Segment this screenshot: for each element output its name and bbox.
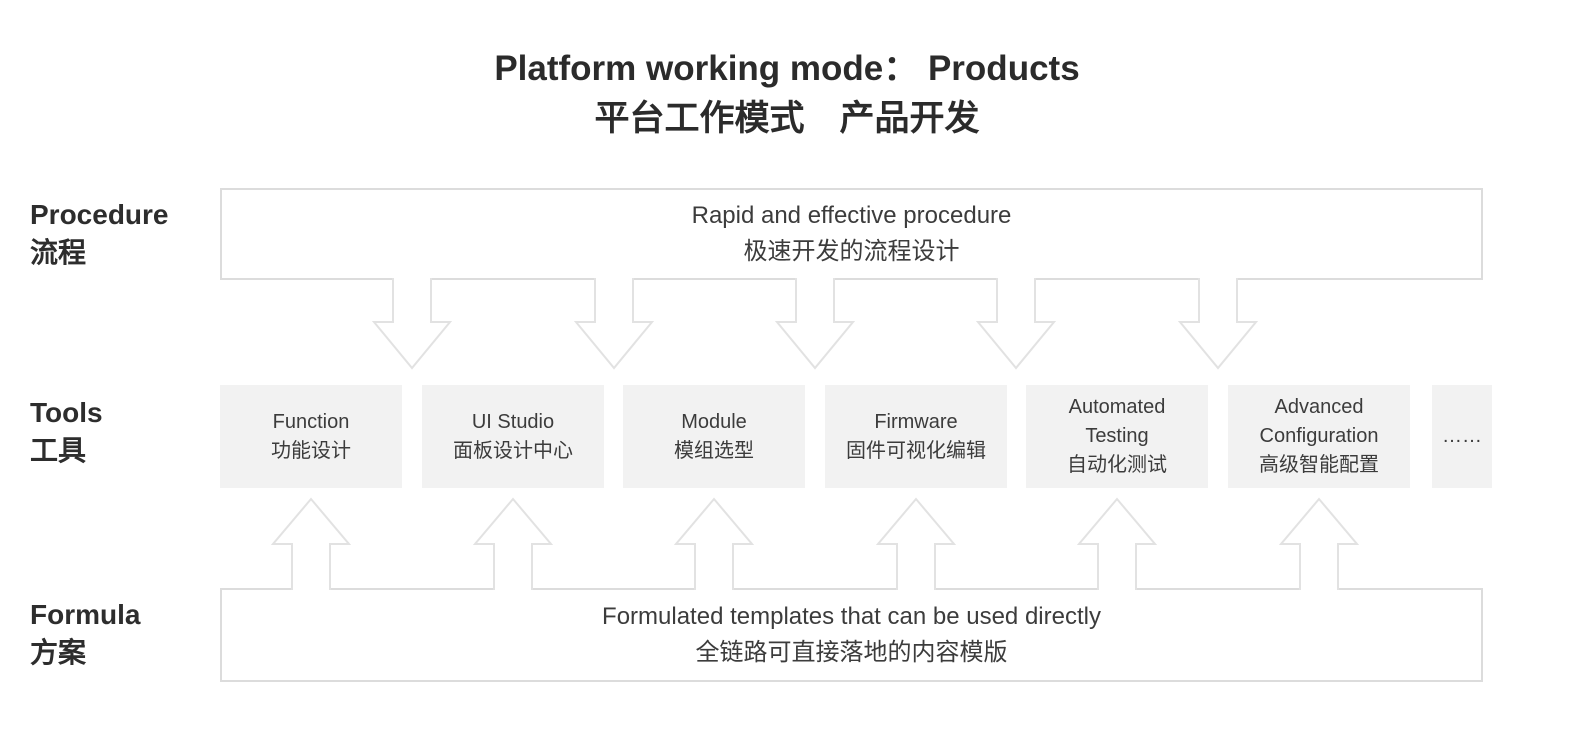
up-arrow-icon — [270, 497, 352, 590]
row-label-tools: Tools 工具 — [30, 394, 103, 470]
down-arrow-icon — [774, 278, 856, 370]
tool-box-line: Firmware — [874, 410, 958, 433]
up-arrow-icon — [875, 497, 957, 590]
up-arrow-icon — [673, 497, 755, 590]
tool-box-line: Advanced — [1274, 396, 1364, 418]
row-label-formula-zh: 方案 — [30, 637, 87, 668]
down-arrow-icon — [975, 278, 1057, 370]
tool-box-function: Function 功能设计 — [220, 385, 402, 488]
row-label-tools-en: Tools — [30, 397, 103, 428]
down-arrow-icon — [573, 278, 655, 370]
tool-box-line: 功能设计 — [271, 439, 351, 462]
procedure-box-zh: 极速开发的流程设计 — [743, 238, 960, 265]
tool-box-line: 高级智能配置 — [1259, 454, 1379, 476]
down-arrow-icon — [371, 278, 453, 370]
up-arrow-icon — [1076, 497, 1158, 590]
formula-box-zh: 全链路可直接落地的内容模版 — [695, 639, 1008, 666]
tool-box-line: 模组选型 — [674, 439, 754, 462]
tool-box-line: Module — [681, 410, 747, 433]
tool-box-more: …… — [1432, 385, 1492, 488]
tool-box-firmware: Firmware 固件可视化编辑 — [825, 385, 1007, 488]
tool-box-line: UI Studio — [471, 410, 555, 433]
page-title-en: Platform working mode： Products — [494, 49, 1080, 88]
tool-box-line: 自动化测试 — [1067, 454, 1167, 476]
row-label-procedure: Procedure 流程 — [30, 196, 169, 272]
procedure-box-en: Rapid and effective procedure — [691, 202, 1012, 229]
tool-box-line: …… — [1442, 425, 1482, 447]
row-label-procedure-zh: 流程 — [30, 237, 87, 268]
tool-box-ui-studio: UI Studio 面板设计中心 — [422, 385, 604, 488]
row-label-tools-zh: 工具 — [30, 435, 87, 466]
tool-box-line: Configuration — [1259, 425, 1379, 447]
down-arrow-icon — [1177, 278, 1259, 370]
row-label-formula-en: Formula — [30, 599, 141, 630]
up-arrow-icon — [1278, 497, 1360, 590]
tool-box-line: Testing — [1085, 425, 1149, 447]
tool-box-advanced-configuration: Advanced Configuration 高级智能配置 — [1228, 385, 1410, 488]
tool-box-line: Automated — [1068, 396, 1166, 418]
row-label-formula: Formula 方案 — [30, 596, 140, 672]
tool-box-line: Function — [272, 410, 350, 433]
tool-box-line: 面板设计中心 — [453, 439, 573, 462]
page-title-zh: 平台工作模式 产品开发 — [594, 99, 980, 138]
row-label-procedure-en: Procedure — [30, 199, 169, 230]
tool-box-line: 固件可视化编辑 — [846, 439, 986, 462]
tool-box-module: Module 模组选型 — [623, 385, 805, 488]
formula-box-en: Formulated templates that can be used di… — [602, 603, 1101, 630]
procedure-box: Rapid and effective procedure 极速开发的流程设计 — [220, 188, 1483, 280]
page-title: Platform working mode： Products 平台工作模式 产… — [0, 44, 1574, 144]
formula-box: Formulated templates that can be used di… — [220, 588, 1483, 682]
tool-box-automated-testing: Automated Testing 自动化测试 — [1026, 385, 1208, 488]
up-arrow-icon — [472, 497, 554, 590]
